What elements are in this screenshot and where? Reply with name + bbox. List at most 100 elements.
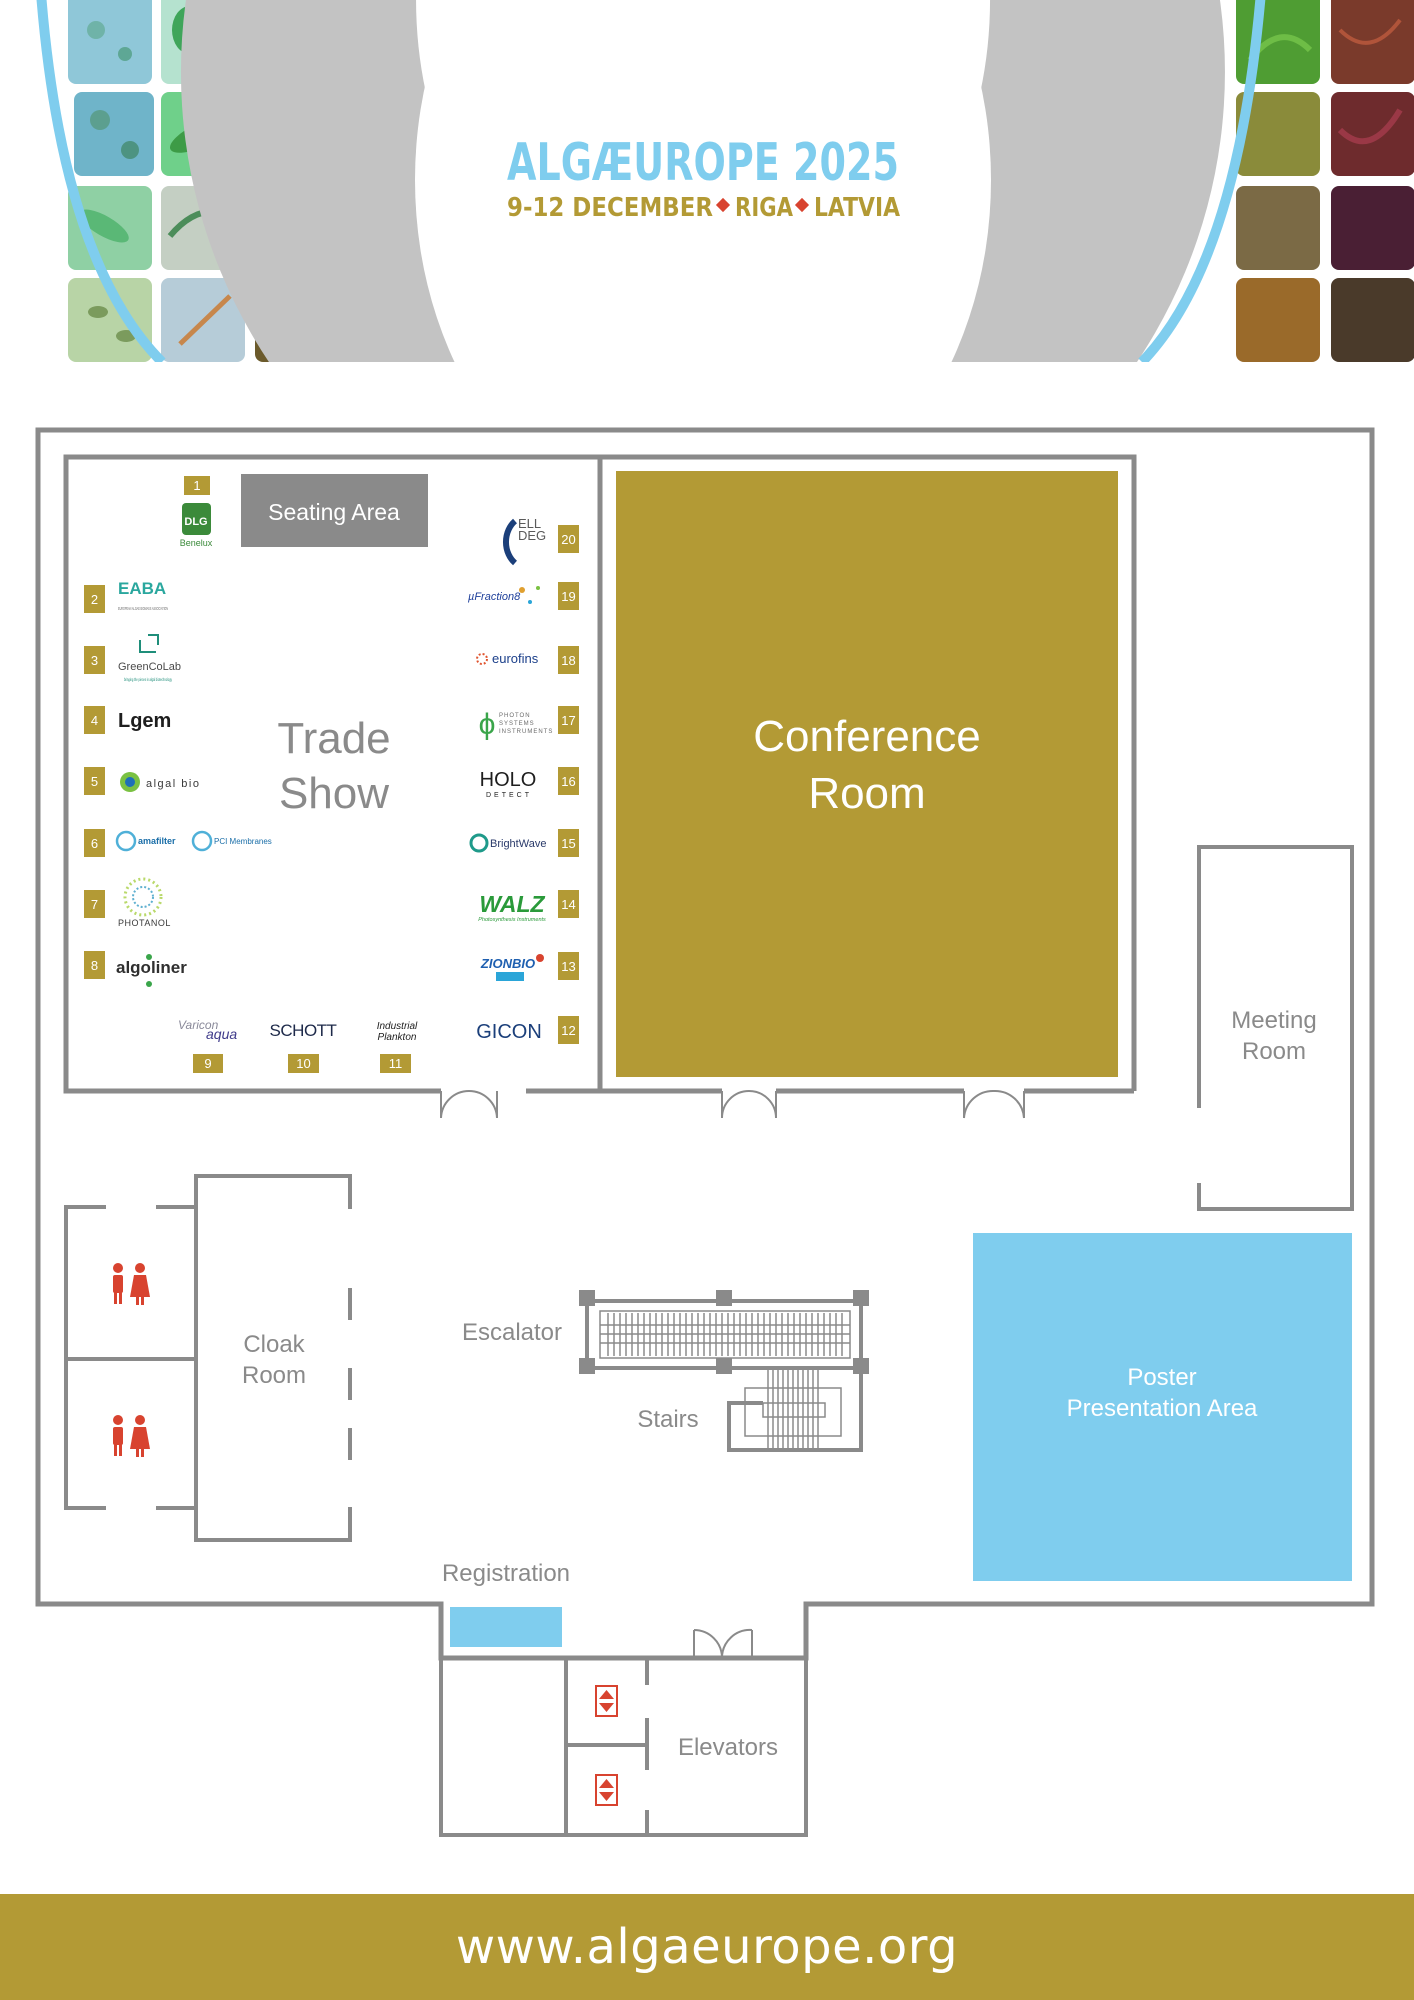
seating-area [241,474,428,547]
poster-presentation-area[interactable] [973,1233,1352,1581]
booth-20[interactable]: 20 ELL DEG [502,516,579,566]
svg-text:Industrial: Industrial [377,1021,418,1032]
svg-text:9: 9 [204,1056,211,1071]
diamond-icon [715,197,731,213]
poster-area-label: Poster [1127,1364,1196,1391]
booth-8[interactable]: 8 algoliner [84,951,187,987]
svg-text:eurofins: eurofins [492,651,539,666]
cloak-room-walls [194,1174,352,1542]
stairs-label: Stairs [637,1406,698,1433]
elevators-label: Elevators [678,1734,778,1761]
cloak-room-label: Cloak [243,1331,305,1358]
svg-text:SCHOTT: SCHOTT [270,1021,337,1040]
elevator-arrows-icon [595,1685,618,1717]
restroom-icon [113,1263,150,1305]
escalator-label: Escalator [462,1319,562,1346]
svg-text:HOLO: HOLO [480,769,537,791]
svg-text:PHOTON: PHOTON [499,713,531,719]
svg-text:16: 16 [561,774,575,789]
registration-label: Registration [442,1560,570,1587]
svg-text:20: 20 [561,532,575,547]
svg-text:PHOTANOL: PHOTANOL [118,918,171,928]
trade-show-label: Show [279,769,389,818]
booth-4[interactable]: 4 Lgem [84,706,171,734]
svg-text:3: 3 [91,653,98,668]
booth-11[interactable]: 11 Industrial Plankton [377,1021,418,1073]
elevator-area-walls [439,1658,808,1837]
svg-text:PCI Membranes: PCI Membranes [214,837,272,846]
conference-room[interactable] [616,471,1118,1077]
svg-text:WALZ: WALZ [479,891,545,917]
booth-10[interactable]: 10 SCHOTT [270,1021,337,1073]
meeting-room-walls [1197,845,1354,1211]
svg-text:19: 19 [561,589,575,604]
svg-text:Lgem: Lgem [118,710,171,732]
booth-14[interactable]: 14 WALZ Photosynthesis Instruments [478,890,579,923]
booth-2[interactable]: 2 EABA EUROPEAN ALGAE BIOMASS ASSOCIATIO… [84,579,168,613]
svg-text:4: 4 [91,713,98,728]
svg-text:µFraction8: µFraction8 [468,591,521,603]
booth-1[interactable]: 1 DLG Benelux [180,476,213,548]
svg-text:algal bio: algal bio [146,778,200,790]
booth-12[interactable]: 12 GICON [476,1016,579,1044]
svg-text:10: 10 [296,1056,310,1071]
event-dates: 9-12 DECEMBER [507,193,713,223]
booth-9[interactable]: 9 Varicon aqua [178,1018,237,1073]
svg-text:aqua: aqua [206,1026,237,1042]
svg-text:18: 18 [561,653,575,668]
svg-text:6: 6 [91,836,98,851]
svg-text:13: 13 [561,959,575,974]
booth-6[interactable]: 6 amafilter PCI Membranes [84,829,272,857]
booth-18[interactable]: 18 eurofins [476,646,579,674]
header-blue-arc-right [1138,0,1266,362]
seaweed-photo-grid [1236,0,1414,362]
trade-show-walls [63,454,603,1094]
svg-text:ZIONBIO: ZIONBIO [480,956,535,971]
svg-text:BrightWave: BrightWave [490,838,546,850]
website-url[interactable]: www.algaeurope.org [455,1919,959,1975]
double-door-icon [440,1089,1025,1659]
event-title: ALGÆUROPE 2025 [507,133,899,193]
svg-text:bringing the pieces in algal b: bringing the pieces in algal biotechnolo… [124,677,172,682]
poster-area-label: Presentation Area [1067,1395,1258,1422]
diamond-icon [794,197,810,213]
svg-text:2: 2 [91,592,98,607]
svg-text:EABA: EABA [118,579,166,598]
booth-5[interactable]: 5 algal bio [84,767,200,795]
booth-15[interactable]: 15 BrightWave [469,829,579,857]
svg-text:INSTRUMENTS: INSTRUMENTS [499,729,553,735]
booth-13[interactable]: 13 ZIONBIO [480,952,579,981]
event-city: RIGA [735,193,793,223]
svg-text:Plankton: Plankton [378,1032,417,1043]
phi-symbol: ϕ [479,708,496,741]
svg-text:algoliner: algoliner [116,958,187,977]
svg-text:8: 8 [91,958,98,973]
restroom-walls [64,1205,196,1510]
svg-text:12: 12 [561,1023,575,1038]
svg-text:11: 11 [389,1056,403,1071]
conference-room-label: Conference [753,712,980,761]
svg-text:DETECT: DETECT [486,792,532,799]
svg-text:14: 14 [561,897,575,912]
cloak-room-label: Room [242,1362,306,1389]
header-blue-arc-left [36,0,166,362]
svg-text:amafilter: amafilter [138,836,176,846]
booth-17[interactable]: 17 ϕ PHOTON SYSTEMS INSTRUMENTS [479,706,579,741]
booth-16[interactable]: 16 HOLO DETECT [480,767,579,799]
stairs [727,1368,863,1452]
footer-bar: www.algaeurope.org [0,1894,1414,2000]
svg-text:GICON: GICON [476,1021,542,1043]
registration-desk[interactable] [450,1607,562,1647]
elevator-arrows-icon [595,1774,618,1806]
svg-text:15: 15 [561,836,575,851]
trade-show-label: Trade [277,714,390,763]
booth-7[interactable]: 7 PHOTANOL [84,877,171,928]
booth-19[interactable]: 19 µFraction8 [468,582,579,610]
booth-3[interactable]: 3 GreenCoLab bringing the pieces in alga… [84,634,181,682]
restroom-icon [113,1415,150,1457]
event-country: LATVIA [814,193,900,223]
svg-text:1: 1 [193,478,200,493]
svg-text:GreenCoLab: GreenCoLab [118,661,181,673]
seating-area-label: Seating Area [268,499,400,525]
svg-text:Benelux: Benelux [180,538,213,548]
